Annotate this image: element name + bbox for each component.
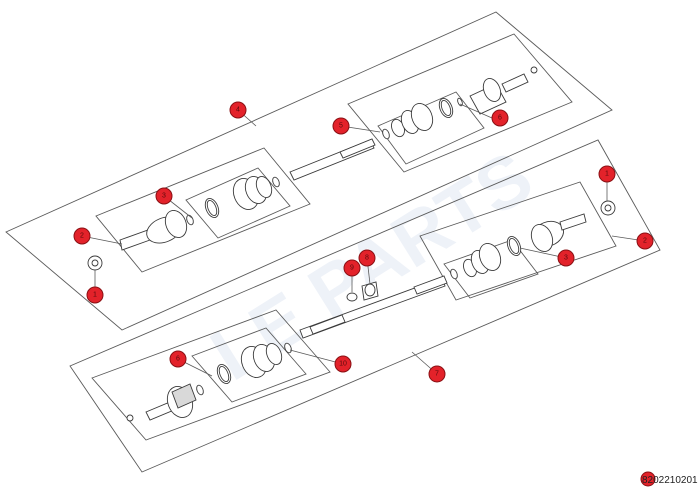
callout-7[interactable]: 7: [428, 365, 446, 383]
callout-5[interactable]: 5: [332, 117, 350, 135]
lower-outer-boot: [216, 342, 292, 384]
callout-9[interactable]: 9: [343, 259, 361, 277]
lower-inner-boot: [450, 236, 522, 280]
upper-drive-shaft: [289, 138, 376, 181]
callout-label: 6: [498, 115, 502, 122]
callout-label: 6: [176, 356, 180, 363]
diagram-code: 8202210201: [642, 475, 698, 486]
callout-label: 5: [339, 123, 343, 130]
upper-outer-cv-joint: [87, 210, 188, 271]
callout-label: 1: [605, 171, 609, 178]
callout-label: 10: [339, 361, 347, 368]
lower-inner-cv-joint: [530, 200, 616, 252]
callout-label: 4: [236, 107, 240, 114]
callout-1-lower[interactable]: 1: [598, 165, 616, 183]
upper-inner-joint-housing: [469, 66, 538, 115]
callout-label: 3: [564, 255, 568, 262]
diagram-code-badge: 8202210201: [640, 471, 698, 487]
callout-1-upper[interactable]: 1: [86, 286, 104, 304]
callout-6-lower[interactable]: 6: [169, 350, 187, 368]
callout-label: 8: [365, 255, 369, 262]
callout-6-upper[interactable]: 6: [491, 109, 509, 127]
callout-label: 9: [350, 265, 354, 272]
lower-drive-shaft: [299, 275, 448, 339]
callout-label: 1: [93, 292, 97, 299]
callout-2-lower[interactable]: 2: [636, 232, 654, 250]
callout-2-upper[interactable]: 2: [73, 227, 91, 245]
callout-label: 2: [80, 233, 84, 240]
callout-8[interactable]: 8: [358, 249, 376, 267]
center-bearing-parts: [346, 281, 379, 302]
callout-label: 2: [643, 238, 647, 245]
callout-3-upper[interactable]: 3: [155, 187, 173, 205]
lower-outer-cv-joint: [126, 383, 204, 422]
callout-label: 7: [435, 371, 439, 378]
callout-label: 3: [162, 193, 166, 200]
callout-3-lower[interactable]: 3: [557, 249, 575, 267]
callout-4[interactable]: 4: [229, 101, 247, 119]
upper-assembly-frame: [5, 11, 613, 331]
upper-inner-boot: [382, 97, 463, 140]
callout-10[interactable]: 10: [334, 355, 352, 373]
upper-outer-boot: [186, 176, 280, 226]
